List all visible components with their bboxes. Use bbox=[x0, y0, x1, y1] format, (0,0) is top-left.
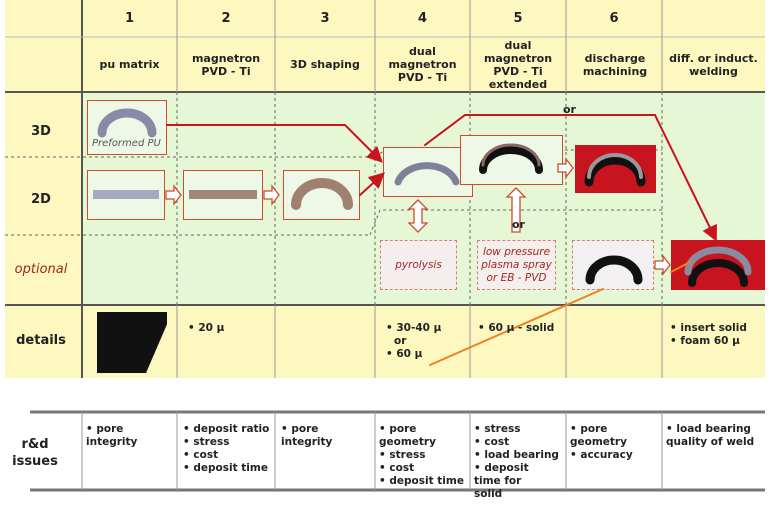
col-title-7: diff. or induct. welding bbox=[669, 51, 758, 78]
col-title-5: dual magnetron PVD - Ti extended bbox=[483, 38, 553, 91]
col-num-6: 6 bbox=[609, 11, 619, 26]
col-title-4: dual magnetron PVD - Ti bbox=[388, 45, 457, 84]
rd-item: accuracy bbox=[570, 449, 662, 462]
col-title-3: 3D shaping bbox=[290, 58, 360, 71]
rd-item: load bearing bbox=[474, 449, 566, 462]
col-num-5: 5 bbox=[513, 11, 523, 26]
details-col-2: 20 µ bbox=[188, 322, 224, 335]
col-title-2: magnetron PVD - Ti bbox=[191, 51, 261, 78]
row-label-rd-issues: r&d issues bbox=[12, 437, 58, 469]
rd-col-7: load bearing quality of weld bbox=[666, 423, 764, 449]
rd-item: stress bbox=[474, 423, 566, 436]
rd-item: cost bbox=[183, 449, 273, 462]
preformed-pu-label: Preformed PU bbox=[92, 138, 161, 149]
col-num-3: 3 bbox=[320, 11, 330, 26]
detail-item: or bbox=[394, 335, 407, 347]
rd-col-1: pore integrity bbox=[86, 423, 176, 449]
detail-item: 60 µ - solid bbox=[478, 322, 554, 335]
col-title-6: discharge machining bbox=[582, 51, 648, 78]
details-col-7: insert solid foam 60 µ bbox=[670, 322, 747, 348]
dual-magnetron-box bbox=[383, 147, 473, 197]
detail-item: insert solid bbox=[670, 322, 746, 335]
rd-item: pore integrity bbox=[86, 423, 176, 449]
row-label-3d: 3D bbox=[31, 124, 51, 139]
rd-item: deposit time bbox=[379, 475, 471, 488]
row-label-optional: optional bbox=[14, 262, 68, 277]
details-col-4: 30-40 µ or 60 µ bbox=[386, 322, 441, 361]
pyrolysis-box: pyrolysis bbox=[380, 240, 457, 290]
col-num-1: 1 bbox=[124, 11, 135, 26]
row-label-band bbox=[5, 92, 82, 305]
row-label-details: details bbox=[16, 333, 66, 348]
rd-item: pore geometry bbox=[379, 423, 471, 449]
col-title-1: pu matrix bbox=[99, 58, 160, 71]
rd-item: stress bbox=[379, 449, 471, 462]
rd-item: pore geometry bbox=[570, 423, 662, 449]
rd-item: deposit time bbox=[183, 462, 273, 475]
detail-item: 30-40 µ bbox=[386, 322, 441, 335]
extended-box bbox=[460, 135, 563, 185]
col-num-2: 2 bbox=[221, 11, 231, 26]
col-num-4: 4 bbox=[417, 11, 428, 26]
detail-item: 60 µ bbox=[386, 348, 441, 361]
row-label-2d: 2D bbox=[31, 192, 51, 207]
rd-item: load bearing quality of weld bbox=[666, 423, 764, 449]
rd-item: pore integrity bbox=[281, 423, 373, 449]
details-col-5: 60 µ - solid bbox=[478, 322, 554, 335]
preformed-arc bbox=[97, 108, 157, 138]
rd-col-4: pore geometrystress costdeposit time bbox=[379, 423, 471, 488]
low-pressure-box: low pressure plasma spray or EB - PVD bbox=[477, 240, 556, 290]
rd-item: deposit ratio bbox=[183, 423, 273, 436]
rd-item: stress bbox=[183, 436, 273, 449]
rd-item: cost bbox=[474, 436, 566, 449]
detail-item: 20 µ bbox=[188, 322, 224, 335]
rd-item: cost bbox=[379, 462, 471, 475]
or-label-top: or bbox=[563, 103, 576, 116]
rd-col-5: stresscost load bearingdeposit time for … bbox=[474, 423, 566, 501]
rd-col-3: pore integrity bbox=[281, 423, 373, 449]
or-label-mid: or bbox=[512, 218, 525, 231]
rd-item: deposit time for solid bbox=[474, 462, 544, 501]
rd-col-2: deposit ratiostress costdeposit time bbox=[183, 423, 273, 475]
rd-col-6: pore geometryaccuracy bbox=[570, 423, 662, 462]
header-band bbox=[5, 0, 765, 92]
detail-item: foam 60 µ bbox=[670, 335, 747, 348]
